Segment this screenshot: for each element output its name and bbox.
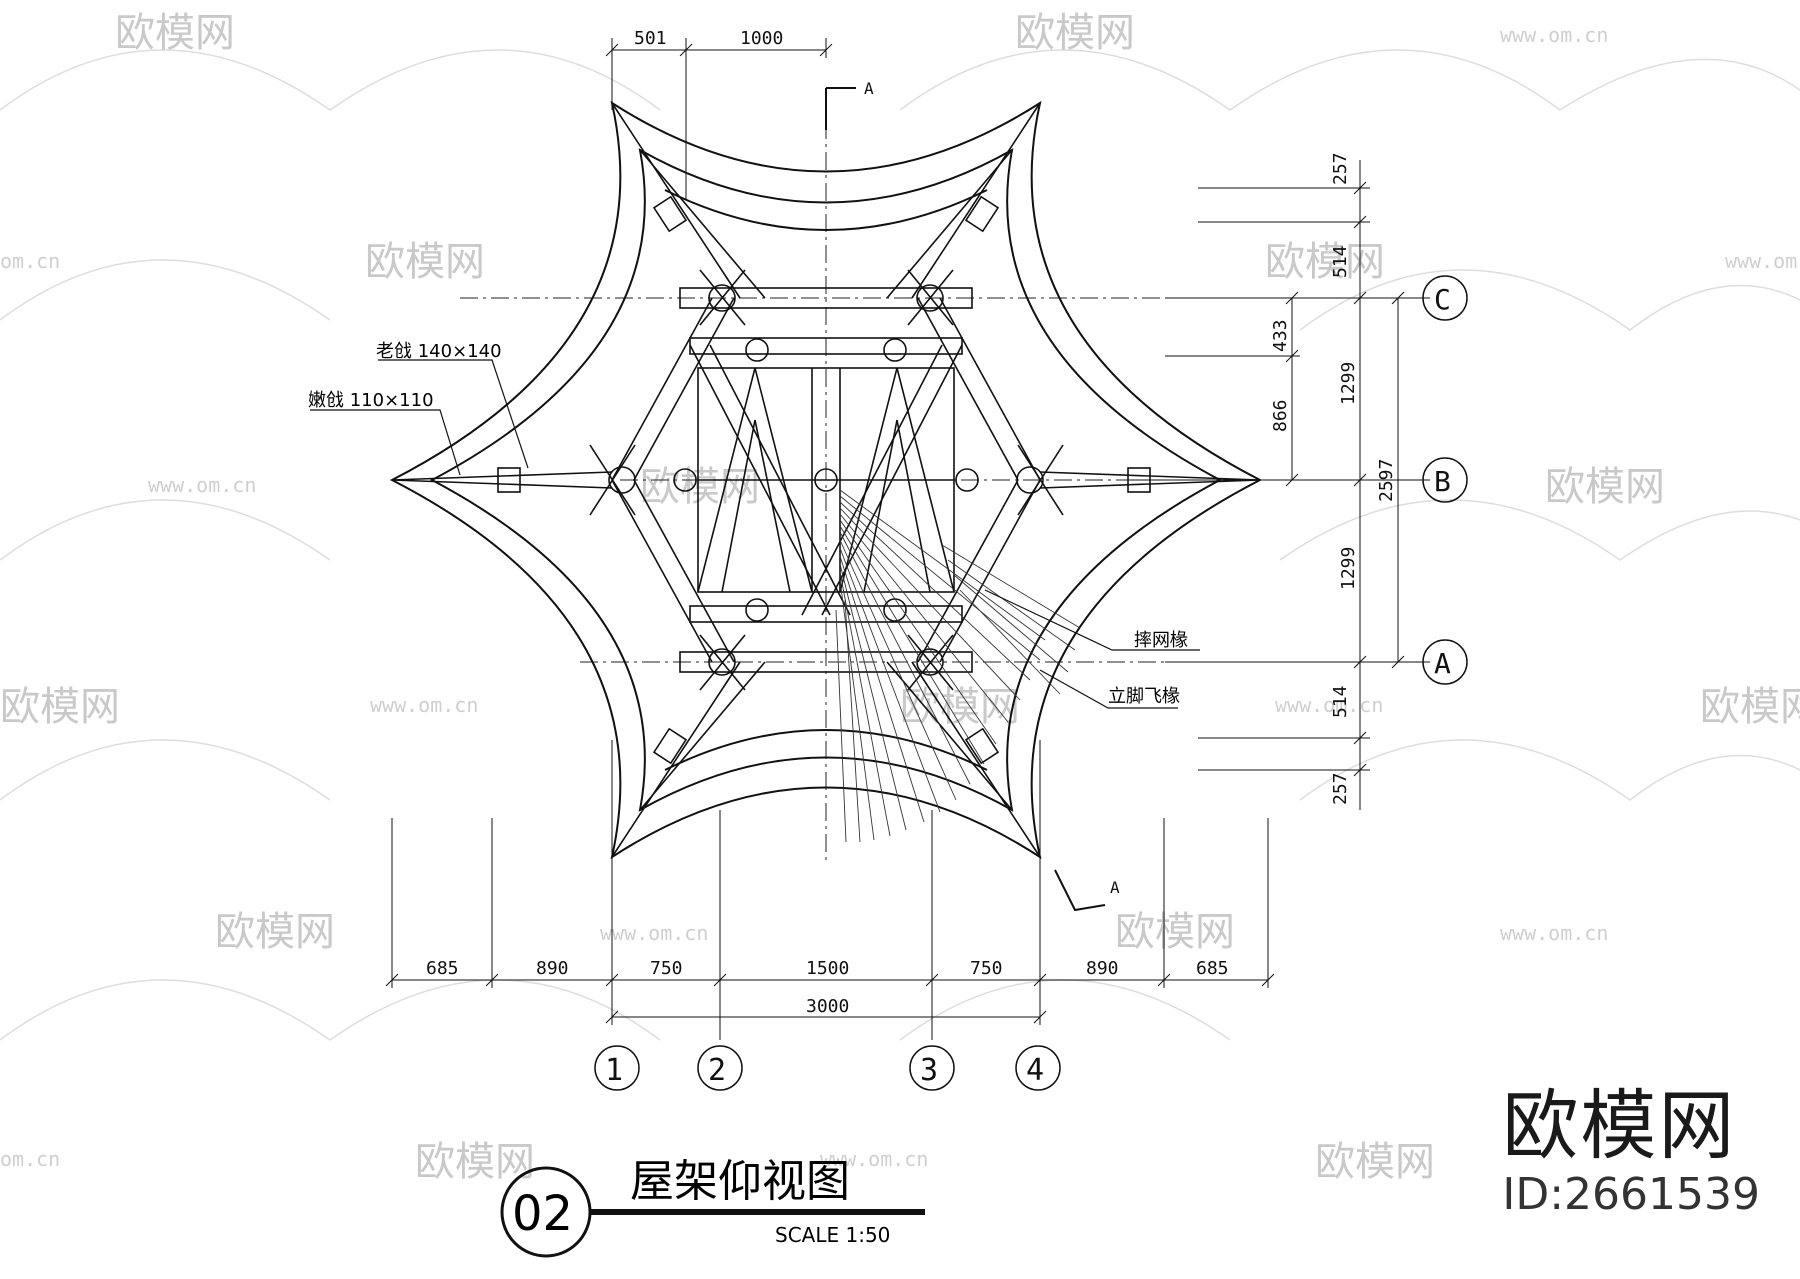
section-marks (825, 87, 1106, 912)
grid-label-2: 2 (708, 1053, 726, 1088)
watermark-url: om.cn (0, 1147, 60, 1171)
watermark-url: www.om.cn (1500, 921, 1608, 945)
dim-top-1: 501 (634, 28, 667, 49)
watermark-url: www.om.cn (370, 693, 478, 717)
dim-right-1299-top: 1299 (1338, 362, 1359, 405)
beam-bottom (679, 651, 973, 673)
label-tender-beam: 嫩戗 110×110 (308, 390, 434, 411)
watermark-id: ID:2661539 (1502, 1169, 1760, 1220)
grid-bubble-1 (594, 1045, 640, 1091)
section-label-top: A (864, 79, 874, 98)
watermark-url: www.om.cn (148, 473, 256, 497)
leader-tender-beam (310, 409, 461, 476)
title-block: 02 屋架仰视图 SCALE 1:50 (500, 1156, 925, 1258)
right-dimensions (1130, 160, 1430, 810)
grid-bubbles-rows (1422, 275, 1468, 685)
watermark-url: www.om.cn (600, 921, 708, 945)
label-flying-rafter: 立脚飞椽 (1108, 686, 1180, 707)
watermark-logo-text: 欧模网 (900, 684, 1020, 730)
leaders (310, 359, 1200, 709)
watermark-logo-text: 欧模网 (365, 239, 485, 285)
dim-bottom-1: 685 (426, 958, 459, 979)
watermark-url: www.om.cn (1275, 693, 1383, 717)
grid-bubble-4 (1015, 1045, 1061, 1091)
leader-flying-rafter (1039, 669, 1178, 709)
grid-label-c: C (1434, 283, 1451, 316)
watermark-url: om.cn (0, 249, 60, 273)
hip-beams (611, 297, 1041, 663)
watermark-arcs (0, 49, 1800, 1041)
watermark-urls: www.om.cn www.om.cn om.cn www.om.cn www.… (0, 23, 1800, 1171)
dim-right-total: 2597 (1376, 459, 1397, 502)
watermark-logo-text: 欧模网 (1545, 464, 1665, 510)
watermark-url: www.om.cn (1725, 249, 1800, 273)
dim-right-514-bottom: 514 (1330, 685, 1351, 718)
grid-label-4: 4 (1026, 1053, 1044, 1088)
grid-label-a: A (1434, 647, 1451, 680)
drawing-title: 屋架仰视图 (630, 1156, 850, 1207)
watermark-logo-text: 欧模网 (1265, 239, 1385, 285)
watermark-logo-text: 欧模网 (1700, 684, 1800, 730)
drawing-number: 02 (512, 1186, 573, 1242)
watermark-logo-text: 欧模网 (1015, 10, 1135, 56)
dim-top-2: 1000 (740, 28, 783, 49)
grid-bubbles-cols (594, 1045, 1061, 1091)
dim-right-433: 433 (1270, 319, 1291, 352)
dim-bottom-4: 1500 (806, 958, 849, 979)
bottom-dimensions (385, 740, 1275, 1040)
rafter-end-blocks (497, 195, 1151, 765)
watermark-url: www.om.cn (1500, 23, 1608, 47)
leader-net-rafter (984, 589, 1200, 651)
grid-bubble-2 (697, 1045, 743, 1091)
dim-right-257-bottom: 257 (1330, 772, 1351, 805)
label-net-rafter: 摔网椽 (1134, 630, 1188, 651)
dim-bottom-7: 685 (1196, 958, 1229, 979)
section-mark-bottom (1054, 869, 1106, 912)
label-old-beam: 老戗 140×140 (376, 341, 502, 362)
eave-arc-top (664, 189, 988, 231)
beam-top (679, 287, 973, 309)
leader-old-beam (378, 359, 529, 469)
dim-right-866: 866 (1270, 399, 1291, 432)
corner-rafters (391, 102, 1261, 858)
grid-label-b: B (1434, 465, 1451, 498)
watermark-logo-text: 欧模网 (215, 909, 335, 955)
dim-bottom-2: 890 (536, 958, 569, 979)
eave-arc-bottom (664, 729, 988, 771)
dim-right-257-top: 257 (1330, 152, 1351, 185)
dim-right-1299-bottom: 1299 (1338, 547, 1359, 590)
grid-label-3: 3 (920, 1053, 938, 1088)
grid-bubble-c (1422, 275, 1468, 321)
lattice-right (839, 367, 955, 593)
watermark-logo-text: 欧模网 (1115, 909, 1235, 955)
watermark-brand-block: 欧模网 ID:2661539 (1502, 1085, 1760, 1223)
watermark-logo-text: 欧模网 (0, 684, 120, 730)
dim-right-514-top: 514 (1330, 245, 1351, 278)
watermark-logos: 欧模网 欧模网 欧模网 欧模网 欧模网 欧模网 欧模网 欧模网 欧模网 欧模网 … (0, 10, 1800, 1185)
grid-bubble-a (1422, 639, 1468, 685)
watermark-logo-text: 欧模网 (115, 10, 235, 56)
dim-bottom-6: 890 (1086, 958, 1119, 979)
grid-label-1: 1 (605, 1053, 623, 1088)
grid-bubble-3 (909, 1045, 955, 1091)
drawing-scale: SCALE 1:50 (775, 1223, 890, 1247)
watermark-url: www.om.cn (820, 1147, 928, 1171)
dim-total: 3000 (806, 996, 849, 1017)
lattice-left (697, 367, 813, 593)
fan-rafters-hatch (835, 489, 1081, 843)
watermark-logo-text: 欧模网 (1315, 1139, 1435, 1185)
watermark-layer: 欧模网 欧模网 欧模网 欧模网 欧模网 欧模网 欧模网 欧模网 欧模网 欧模网 … (0, 10, 1800, 1185)
top-dimensions (605, 38, 833, 200)
section-label-bottom: A (1110, 878, 1120, 897)
dim-bottom-5: 750 (970, 958, 1003, 979)
watermark-brand-name: 欧模网 (1502, 1081, 1737, 1170)
grid-bubble-b (1422, 457, 1468, 503)
watermark-logo-text: 欧模网 (415, 1139, 535, 1185)
dim-bottom-3: 750 (650, 958, 683, 979)
